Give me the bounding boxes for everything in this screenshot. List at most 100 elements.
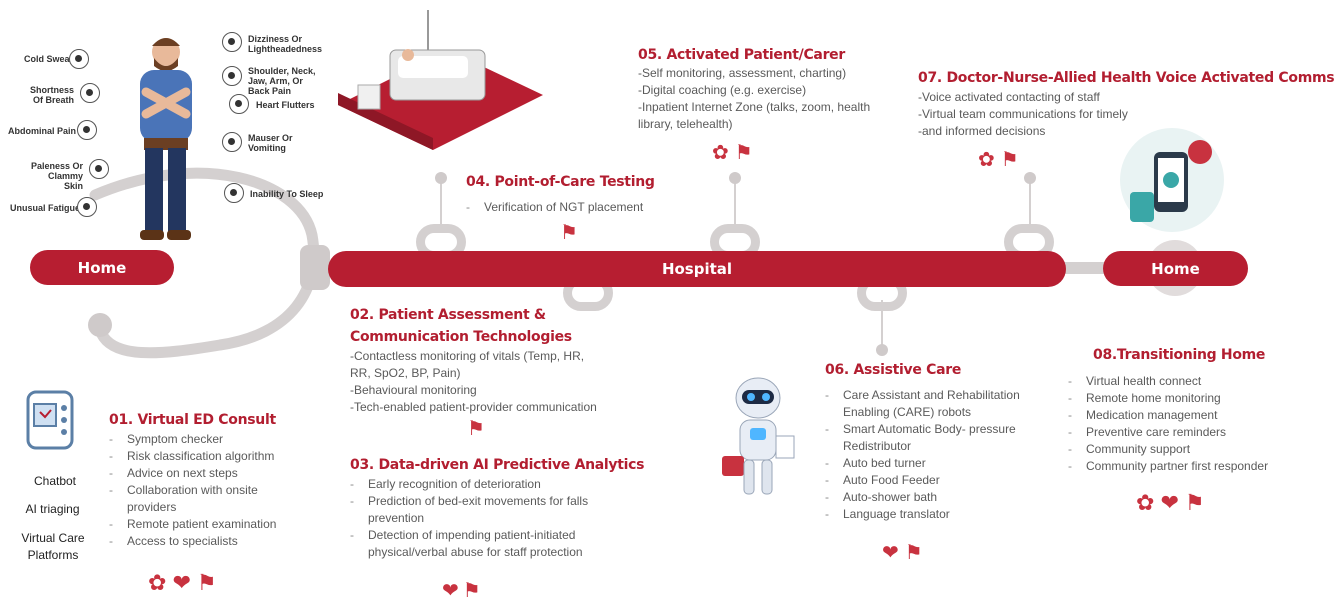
aperture-icon: ✿ bbox=[1136, 490, 1161, 515]
hand-heart-icon: ❤ bbox=[1160, 490, 1185, 515]
symptom-label: Heart Flutters bbox=[256, 100, 315, 110]
list-item: -Self monitoring, assessment, charting) bbox=[638, 66, 847, 80]
running-person-icon: ⚑ bbox=[560, 222, 578, 244]
list-item: Auto-shower bath bbox=[825, 489, 1025, 506]
lungs-icon bbox=[80, 83, 100, 103]
list-item: -Contactless monitoring of vitals (Temp,… bbox=[350, 349, 585, 380]
home-left-pill: Home bbox=[30, 250, 174, 285]
section-01-title: 01. Virtual ED Consult bbox=[109, 412, 276, 428]
section-03-title: 03. Data-driven AI Predictive Analytics bbox=[350, 457, 645, 473]
ai-triaging-label: AI triaging bbox=[25, 502, 80, 516]
heart-icon bbox=[229, 94, 249, 114]
hand-heart-icon: ❤ bbox=[442, 580, 463, 602]
battery-icon bbox=[77, 197, 97, 217]
hand-heart-icon: ❤ bbox=[172, 570, 197, 595]
hand-icon bbox=[89, 159, 109, 179]
phone-heart-icon bbox=[26, 390, 74, 450]
list-item: -Behavioural monitoring bbox=[350, 383, 477, 397]
section-03-list: Early recognition of deterioration Predi… bbox=[350, 476, 605, 561]
section-04-list: Verification of NGT placement bbox=[466, 199, 666, 216]
list-item: Detection of impending patient-initiated… bbox=[350, 527, 605, 561]
symptom-label: Shortness Of Breath bbox=[29, 85, 74, 105]
home-right-pill: Home bbox=[1103, 251, 1248, 286]
list-item: Risk classification algorithm bbox=[109, 448, 289, 465]
robot-illustration bbox=[722, 377, 795, 495]
section-06-list: Care Assistant and Rehabilitation Enabli… bbox=[825, 387, 1025, 523]
section-02-title: 02. Patient Assessment & bbox=[350, 307, 546, 323]
list-item: Smart Automatic Body- pressure Redistrib… bbox=[825, 421, 1025, 455]
section-06-icons: ❤⚑ bbox=[882, 540, 929, 565]
list-item: Auto bed turner bbox=[825, 455, 1025, 472]
section-08-icons: ✿❤⚑ bbox=[1136, 490, 1211, 516]
running-person-icon: ⚑ bbox=[467, 418, 485, 440]
section-07-icons: ✿⚑ bbox=[978, 147, 1025, 172]
symptom-label: Mauser Or Vomiting bbox=[248, 133, 293, 153]
list-item: -Inpatient Internet Zone (talks, zoom, h… bbox=[638, 100, 871, 131]
person-illustration bbox=[140, 38, 192, 240]
section-02-list: -Contactless monitoring of vitals (Temp,… bbox=[350, 348, 605, 416]
head-icon bbox=[222, 32, 242, 52]
list-item: Verification of NGT placement bbox=[466, 199, 666, 216]
aperture-icon: ✿ bbox=[712, 142, 735, 164]
symptom-label: Paleness Or Clammy Skin bbox=[30, 161, 83, 191]
bed-icon bbox=[224, 183, 244, 203]
list-item: Remote patient examination bbox=[109, 516, 289, 533]
list-item: Community partner first responder bbox=[1068, 458, 1278, 475]
hospital-bar: Hospital bbox=[328, 251, 1066, 287]
running-person-icon: ⚑ bbox=[196, 570, 223, 595]
list-item: Early recognition of deterioration bbox=[350, 476, 605, 493]
list-item: Language translator bbox=[825, 506, 1025, 523]
list-item: -Virtual team communications for timely bbox=[918, 107, 1128, 121]
section-01-icons: ✿❤⚑ bbox=[148, 570, 223, 596]
symptom-label: Unusual Fatigue bbox=[10, 203, 81, 213]
section-08-title: 08.Transitioning Home bbox=[1093, 347, 1266, 363]
stomach-icon bbox=[77, 120, 97, 140]
list-item: Care Assistant and Rehabilitation Enabli… bbox=[825, 387, 1025, 421]
section-05-icons: ✿⚑ bbox=[712, 140, 759, 165]
list-item: Symptom checker bbox=[109, 431, 289, 448]
section-01-list: Symptom checker Risk classification algo… bbox=[109, 431, 289, 550]
section-02-title-line2: Communication Technologies bbox=[350, 329, 572, 345]
section-07-list: -Voice activated contacting of staff -Vi… bbox=[918, 89, 1178, 140]
symptom-label: Dizziness Or Lightheadedness bbox=[248, 34, 323, 54]
symptom-label: Abdominal Pain bbox=[8, 126, 77, 136]
list-item: Prediction of bed-exit movements for fal… bbox=[350, 493, 605, 527]
chatbot-label: Chatbot bbox=[33, 474, 77, 488]
hospital-bed-illustration bbox=[338, 10, 543, 150]
list-item: Collaboration with onsite providers bbox=[109, 482, 289, 516]
running-person-icon: ⚑ bbox=[904, 542, 929, 564]
section-04-title: 04. Point-of-Care Testing bbox=[466, 174, 655, 190]
list-item: -and informed decisions bbox=[918, 124, 1046, 138]
symptom-label: Shoulder, Neck, Jaw, Arm, Or Back Pain bbox=[248, 66, 316, 96]
symptom-label: Inability To Sleep bbox=[250, 189, 324, 199]
section-06-title: 06. Assistive Care bbox=[825, 362, 962, 378]
list-item: -Digital coaching (e.g. exercise) bbox=[638, 83, 807, 97]
list-item: Remote home monitoring bbox=[1068, 390, 1278, 407]
running-person-icon: ⚑ bbox=[734, 142, 759, 164]
drop-icon bbox=[69, 49, 89, 69]
list-item: Community support bbox=[1068, 441, 1278, 458]
list-item: Preventive care reminders bbox=[1068, 424, 1278, 441]
list-item: Access to specialists bbox=[109, 533, 289, 550]
voice-comms-illustration bbox=[1120, 128, 1224, 232]
aperture-icon: ✿ bbox=[148, 570, 173, 595]
running-person-icon: ⚑ bbox=[1184, 490, 1211, 515]
running-person-icon: ⚑ bbox=[1000, 149, 1025, 171]
virtual-care-platforms-label: Virtual Care Platforms bbox=[21, 531, 85, 562]
section-08-list: Virtual health connect Remote home monit… bbox=[1068, 373, 1278, 475]
symptom-label: Cold Sweat bbox=[24, 54, 73, 64]
hand-heart-icon: ❤ bbox=[882, 542, 905, 564]
list-item: -Voice activated contacting of staff bbox=[918, 90, 1100, 104]
section-07-title: 07. Doctor-Nurse-Allied Health Voice Act… bbox=[918, 70, 1334, 86]
list-item: Virtual health connect bbox=[1068, 373, 1278, 390]
list-item: Medication management bbox=[1068, 407, 1278, 424]
aperture-icon: ✿ bbox=[978, 149, 1001, 171]
section-03-icons: ❤⚑ bbox=[442, 578, 485, 603]
nausea-icon bbox=[222, 132, 242, 152]
list-item: -Tech-enabled patient-provider communica… bbox=[350, 400, 597, 414]
pain-icon bbox=[222, 66, 242, 86]
section-05-list: -Self monitoring, assessment, charting) … bbox=[638, 65, 878, 133]
running-person-icon: ⚑ bbox=[462, 580, 485, 602]
list-item: Advice on next steps bbox=[109, 465, 289, 482]
list-item: Auto Food Feeder bbox=[825, 472, 1025, 489]
